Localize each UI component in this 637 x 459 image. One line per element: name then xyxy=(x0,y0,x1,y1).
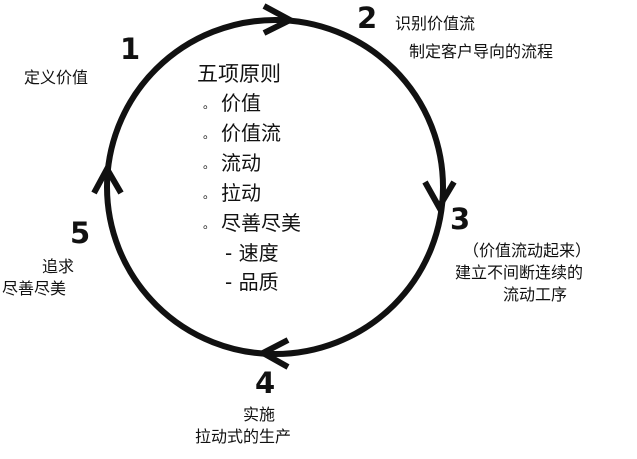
step-2-line: 识别价值流 xyxy=(395,14,476,33)
principle-item: 。价值 xyxy=(197,89,301,119)
cycle-circle xyxy=(104,17,446,357)
principle-item-label: 价值 xyxy=(221,91,261,115)
step-4-number: 4 xyxy=(255,366,276,400)
step-4-line: 拉动式的生产 xyxy=(195,427,292,446)
step-5-number: 5 xyxy=(70,216,91,250)
principles-panel: 五项原则 。价值 。价值流 。流动 。拉动 。尽善尽美 - 速度 - 品质 xyxy=(197,60,301,297)
principle-sub-item: - 品质 xyxy=(225,270,279,294)
bullet-icon: 。 xyxy=(202,97,215,111)
step-4-line: 实施 xyxy=(243,405,276,424)
principle-item: 。流动 xyxy=(197,149,301,179)
bullet-icon: 。 xyxy=(202,217,215,231)
arrow-right-icon xyxy=(422,180,457,213)
step-1-label: 定义价值 xyxy=(24,67,88,89)
principle-item-label: 拉动 xyxy=(221,181,261,205)
step-2-line: 制定客户导向的流程 xyxy=(409,42,554,61)
principle-item-label: 流动 xyxy=(221,151,261,175)
bullet-icon: 。 xyxy=(202,127,215,141)
step-3-line: 建立不间断连续的 xyxy=(455,263,584,282)
step-4-label: 实施 拉动式的生产 xyxy=(195,404,291,448)
step-1-line: 定义价值 xyxy=(24,68,89,87)
step-5-line: 尽善尽美 xyxy=(2,279,67,298)
step-3-label: （价值流动起来） 建立不间断连续的 流动工序 xyxy=(455,240,592,306)
step-3-line: （价值流动起来） xyxy=(463,241,592,260)
principle-item: 。拉动 xyxy=(197,179,301,209)
principles-title: 五项原则 xyxy=(197,62,281,86)
principle-item-label: 尽善尽美 xyxy=(221,211,301,235)
principle-item-label: 价值流 xyxy=(221,121,281,145)
principle-item: 。价值流 xyxy=(197,119,301,149)
step-5-label: 追求 尽善尽美 xyxy=(2,256,74,300)
step-1-number: 1 xyxy=(120,32,141,66)
principle-sub-item: - 速度 xyxy=(225,241,279,265)
step-3-line: 流动工序 xyxy=(503,285,568,304)
arrow-left-icon xyxy=(91,162,124,195)
arrow-bottom-icon xyxy=(256,337,290,370)
step-2-label: 识别价值流 制定客户导向的流程 xyxy=(395,13,553,63)
step-5-line: 追求 xyxy=(42,257,75,276)
principle-item: 。尽善尽美 xyxy=(197,209,301,239)
arrow-top-icon xyxy=(262,3,297,36)
step-2-number: 2 xyxy=(357,1,378,35)
step-3-number: 3 xyxy=(450,202,471,236)
bullet-icon: 。 xyxy=(202,187,215,201)
bullet-icon: 。 xyxy=(202,157,215,171)
